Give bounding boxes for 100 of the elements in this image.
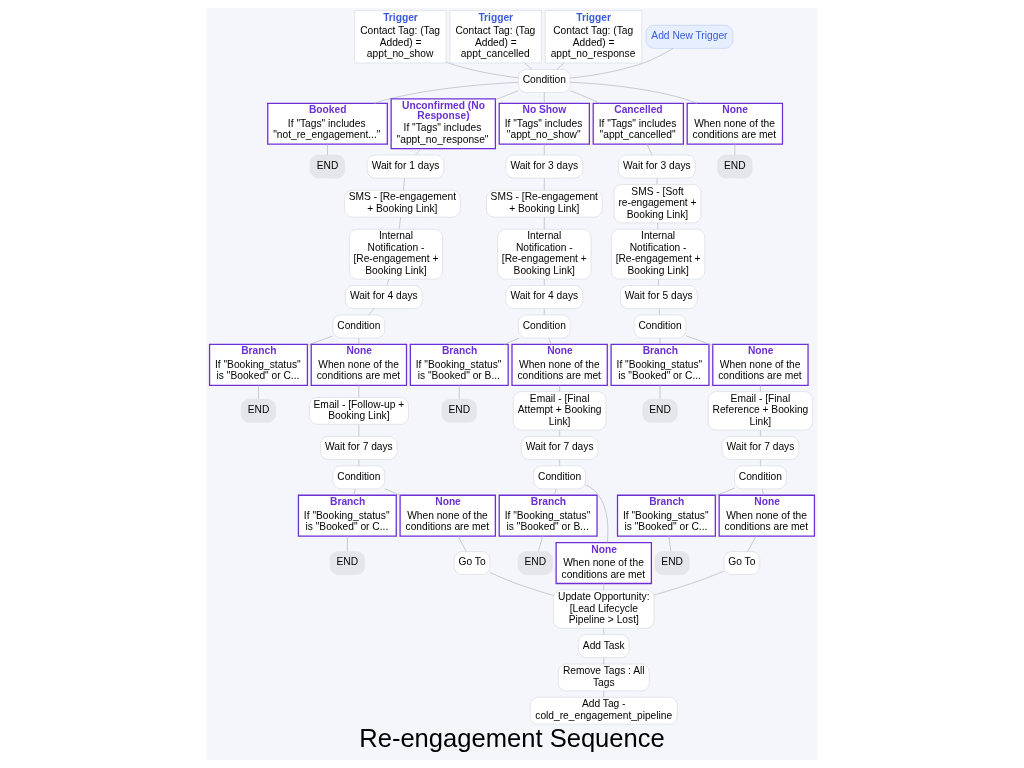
node-box: END [240,399,277,423]
connector [653,570,725,596]
connector [457,536,467,552]
node-box: Condition [734,465,787,490]
connector [445,61,519,79]
connector [657,222,659,230]
connector [556,62,565,70]
node-box: Cancelled If "Tags" includes "appt_cancelled" [592,102,684,145]
connector [495,90,519,101]
node-box: Wait for 7 days [520,436,599,460]
node-box: Branch If "Booking_status" is "Booked" or B... [498,494,598,537]
node-box: SMS - [Soft re-engagement + Booking Link] [613,184,702,224]
node-box: Email - [Follow-up + Booking Link] [309,397,409,425]
connector [559,429,561,437]
node-box: None When none of the conditions are met [718,494,816,537]
connector [714,487,735,497]
node-box: END [441,399,477,423]
node-box: None When none of the conditions are met [399,494,496,537]
connector [373,82,519,104]
node-box: Add Tag - cold_re_engagement_pipeline [529,697,678,725]
connector [384,488,401,496]
connector [760,429,761,437]
node-box: Wait for 3 days [618,154,696,179]
connector [559,385,561,392]
node-box: Condition [633,314,687,339]
connector [569,90,601,104]
node-box: Go To [453,551,491,575]
node-box: No Show If "Tags" includes "appt_no_show" [498,102,590,145]
node-box: Wait for 4 days [345,285,423,309]
connector [386,278,390,286]
connector [548,337,552,345]
node-box: Email - [Final Reference + Booking Link] [707,391,813,431]
connector [538,536,543,552]
connector [646,144,653,156]
connector [658,308,660,316]
node-box: SMS - [Re-engagement + Booking Link] [486,189,603,218]
node-box: Trigger Contact Tag: (Tag Added) = appt_no_response [544,10,643,64]
node-box: END [309,154,346,179]
node-box: Branch If "Booking_status" is "Booked" or C... [297,494,397,537]
node-box: Go To [723,551,761,575]
connector [559,459,561,467]
connector [543,177,545,191]
node-box: Branch If "Booking_status" is "Booked" or C... [610,343,710,386]
connector [543,278,545,286]
connector [543,144,545,156]
connector [553,488,557,496]
node-box: Email - [Final Attempt + Booking Link] [512,391,607,431]
connector [489,572,554,596]
node-box: Branch If "Booking_status" is "Booked" or B... [409,343,509,386]
node-box: Add New Trigger [645,24,734,49]
connector [327,144,328,156]
connector [403,177,405,191]
connector [658,278,659,286]
node-box: Wait for 1 days [366,154,445,179]
connector [398,216,402,230]
connector [747,536,757,552]
connector [603,628,605,635]
connector [543,216,545,230]
connector [685,335,713,346]
connector [368,308,375,316]
node-box: None When none of the conditions are met [686,102,784,145]
node-box: Booked If "Tags" includes "not_re_engagement..." [267,102,388,145]
connector [760,459,761,467]
node-box: SMS - [Re-engagement + Booking Link] [344,189,461,218]
connector [761,488,764,496]
node-box: Update Opportunity: [Lead Lifecycle Pipeline > Lost] [553,589,655,629]
node-box: Add Task [578,634,630,658]
node-box: Internal Notification - [Re-engagement + Booking Link] [497,228,592,280]
node-box: Branch If "Booking_status" is "Booked" or C... [616,494,716,537]
connector [307,335,334,346]
connector [603,583,605,591]
diagram-title: Re-engagement Sequence [359,724,665,753]
connector [353,488,356,496]
node-box: Wait for 5 days [620,285,698,309]
node-box: Condition [518,69,571,93]
connector [524,62,533,70]
connector [415,148,422,156]
node-box: Wait for 3 days [505,154,583,179]
node-box: None When none of the conditions are met [712,343,809,386]
node-box: Remove Tags : All Tags [558,663,650,692]
node-box: None When none of the conditions are met [511,343,608,386]
node-box: Internal Notification - [Re-engagement + Booking Link] [611,228,706,280]
node-box: Condition [533,465,586,490]
node-box: Trigger Contact Tag: (Tag Added) = appt_cancelled [449,10,542,64]
connector [458,385,460,400]
node-box: Internal Notification - [Re-engagement + Booking Link] [348,228,443,280]
node-box: None When none of the conditions are met [310,343,408,386]
connector [603,690,605,698]
connector [346,536,348,552]
connector [668,536,672,552]
node-box: Condition [332,314,386,339]
node-box: Condition [332,465,386,490]
connector [569,47,674,79]
node-box: Condition [518,314,571,339]
node-box: Unconfirmed (No Response) If "Tags" includes "appt_no_response" [390,98,496,150]
connector [585,484,609,543]
node-box: END [654,551,690,575]
connector [603,657,605,665]
node-box: Branch If "Booking_status" is "Booked" or C... [208,343,309,386]
node-box: Trigger Contact Tag: (Tag Added) = appt_no_show [354,10,447,64]
